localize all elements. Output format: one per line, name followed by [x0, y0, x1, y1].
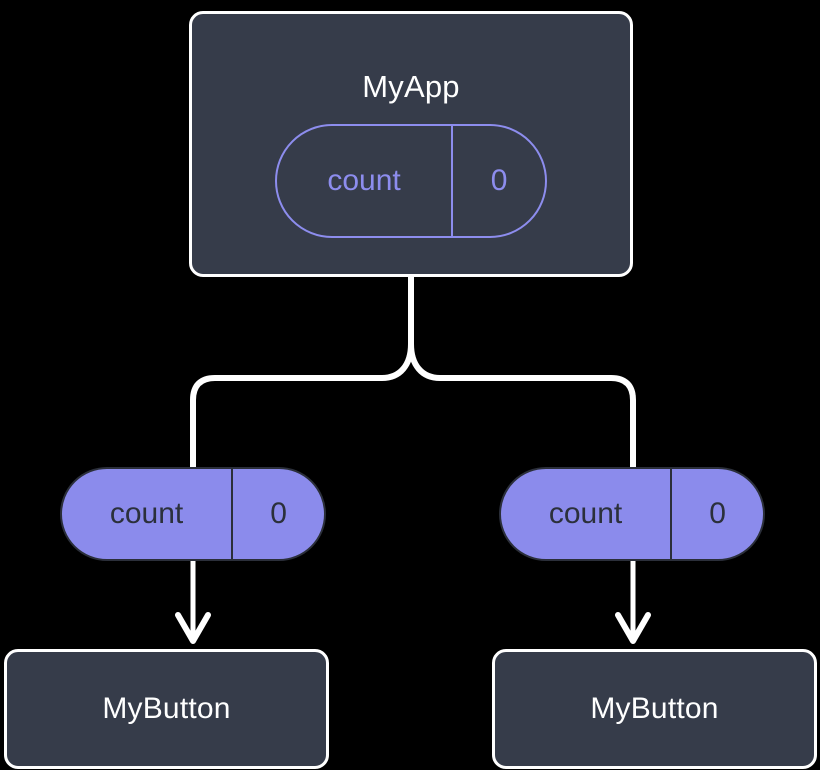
state-pill-value: 0: [670, 469, 763, 559]
wire-branch-left: [190, 343, 414, 468]
state-pill-key: count: [548, 497, 623, 530]
component-label-mybutton: MyButton: [102, 692, 231, 725]
component-node-mybutton-left[interactable]: MyButton: [4, 649, 329, 769]
state-pill-value: 0: [451, 126, 545, 236]
component-label-mybutton: MyButton: [590, 692, 719, 725]
state-pill-key: count: [109, 497, 184, 530]
component-label-myapp: MyApp: [362, 69, 460, 104]
state-pill-value: 0: [231, 469, 324, 559]
arrow-right-head-icon: [615, 612, 651, 644]
component-node-mybutton-right[interactable]: MyButton: [492, 649, 817, 769]
state-pill-branch-left[interactable]: count 0: [60, 467, 326, 561]
state-pill-key: count: [327, 164, 401, 197]
state-pill-myapp[interactable]: count 0: [275, 124, 547, 238]
wire-branch-right: [408, 343, 636, 468]
state-pill-branch-right[interactable]: count 0: [499, 467, 765, 561]
arrow-left-head-icon: [175, 612, 211, 644]
